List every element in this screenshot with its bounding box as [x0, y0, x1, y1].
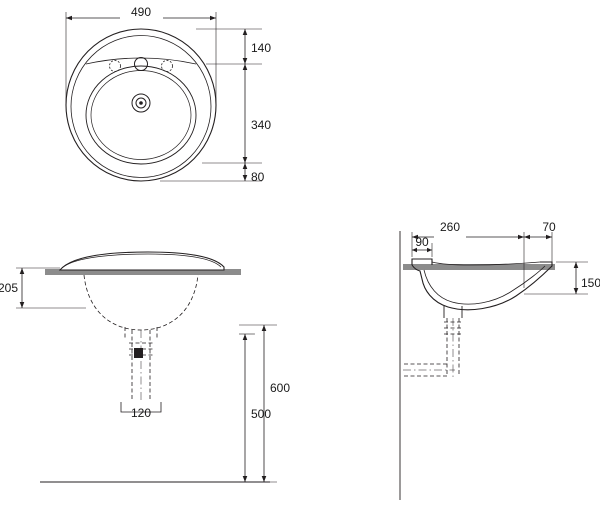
dim-label-490: 490	[131, 5, 151, 19]
arrow-490-right	[210, 15, 216, 21]
dim-label-120: 120	[131, 406, 151, 420]
dim-label-600: 600	[270, 381, 290, 395]
trap-outlet-side	[403, 363, 447, 377]
tap-deck-line	[85, 57, 197, 65]
dim-bracket-120	[120, 402, 162, 413]
dim-label-80: 80	[251, 170, 265, 184]
arrow-600-top	[261, 325, 267, 331]
arrow-70-left	[524, 234, 530, 240]
basin-section-inner	[423, 265, 546, 305]
waste-outlet-outer	[131, 93, 151, 113]
counter-slab-side	[403, 264, 555, 270]
waste-pipe-rings	[129, 342, 153, 356]
tap-hole-right	[161, 60, 173, 72]
arrow-490-left	[66, 15, 72, 21]
arrow-340-bottom	[242, 157, 248, 163]
dim-label-150: 150	[581, 276, 600, 290]
basin-rim-front-inner	[61, 253, 222, 269]
dim-label-205: 205	[0, 281, 18, 295]
tap-hole-left	[109, 60, 121, 72]
arrow-205-bottom	[19, 302, 25, 308]
arrow-140-bottom	[242, 58, 248, 64]
top-view: 490 140 340 80	[65, 5, 271, 184]
basin-outer-outline	[65, 28, 217, 182]
arrow-80-bottom	[242, 175, 248, 181]
front-view: 205 120 600 500	[0, 251, 290, 483]
waste-pipe-front	[131, 330, 151, 400]
arrow-600-bottom	[261, 476, 267, 482]
arrow-90-right	[427, 247, 432, 253]
dim-label-140: 140	[251, 41, 271, 55]
waste-plug-front	[134, 348, 143, 358]
basin-rim-outline	[70, 35, 212, 178]
arrow-80-top	[242, 163, 248, 169]
dim-label-500: 500	[251, 407, 271, 421]
arrow-260-right	[518, 234, 524, 240]
arrow-260-left	[412, 234, 418, 240]
basin-rim-front	[58, 251, 225, 271]
arrow-205-top	[19, 268, 25, 274]
waste-outlet-center	[139, 101, 143, 105]
arrow-90-left	[412, 247, 417, 253]
waste-outlet-inner	[135, 97, 147, 109]
arrow-340-top	[242, 64, 248, 70]
arrow-140-top	[242, 29, 248, 35]
dim-label-260: 260	[440, 220, 460, 234]
basin-section-outer	[411, 261, 553, 311]
dim-label-70: 70	[542, 220, 556, 234]
dim-label-340: 340	[251, 118, 271, 132]
basin-rim-top-side	[431, 261, 541, 266]
arrow-150-top	[573, 262, 579, 268]
arrow-150-bottom	[573, 288, 579, 294]
dim-label-90: 90	[415, 235, 429, 249]
arrow-70-right	[546, 234, 552, 240]
arrow-500-bottom	[242, 476, 248, 482]
waste-collar-side	[443, 306, 463, 318]
waste-collar-front	[124, 327, 158, 340]
counter-slab-front	[45, 269, 241, 275]
arrow-500-top	[242, 334, 248, 340]
side-view: 260 90 70 150	[399, 220, 600, 500]
bowl-underside-front	[83, 274, 199, 331]
tap-hole-center	[134, 57, 148, 71]
basin-bowl-inner-outline	[90, 70, 192, 160]
basin-bowl-outline	[85, 65, 197, 165]
